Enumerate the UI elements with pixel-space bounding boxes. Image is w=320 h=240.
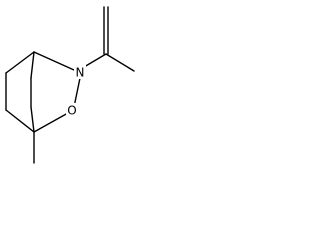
ring-oxygen-atom-label: O xyxy=(67,104,76,118)
acetyl-methyl-bond xyxy=(105,53,135,72)
nitrogen-oxygen-bond xyxy=(73,77,81,108)
oxygen-bridgehead-bond xyxy=(33,112,69,133)
nitrogen-bridgehead-bond xyxy=(33,51,75,71)
bridge-inner-bond-1 xyxy=(30,51,35,79)
nitrogen-atom-label: N xyxy=(76,66,85,80)
nitrogen-label-background xyxy=(74,65,86,79)
carbonyl-nitrogen-bond xyxy=(83,53,107,68)
bridge-inner-bond-3 xyxy=(30,106,35,133)
chemical-structure-diagram: N O xyxy=(5,6,135,164)
oxygen-label-background xyxy=(66,103,78,117)
bridge-left-bond-1 xyxy=(5,51,35,74)
bridge-left-bond-3 xyxy=(5,109,35,133)
